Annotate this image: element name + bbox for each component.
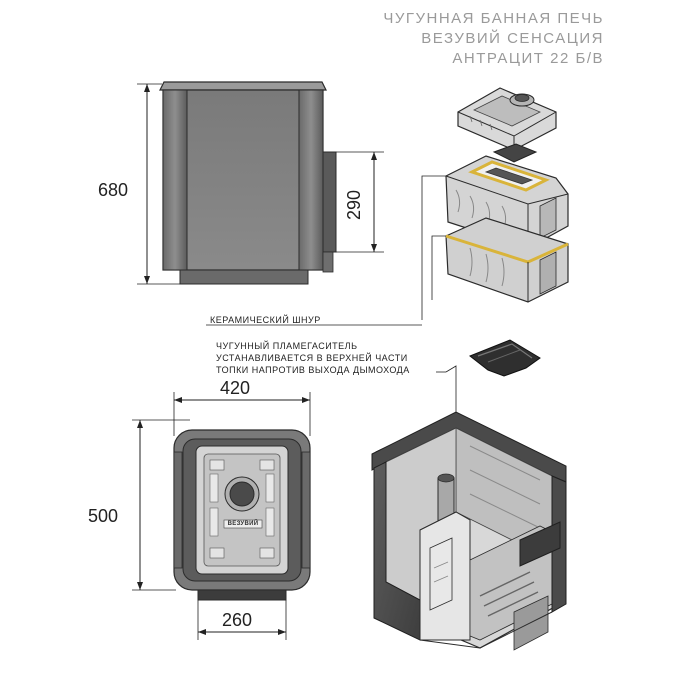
- exploded-view: [206, 87, 569, 326]
- ceramic-cord-label: КЕРАМИЧЕСКИЙ ШНУР: [210, 315, 321, 325]
- dimension-depth-label: 500: [88, 506, 119, 526]
- title-line-3: АНТРАЦИТ 22 Б/В: [452, 50, 604, 67]
- plate-brand-text: ВЕЗУВИЙ: [227, 521, 259, 527]
- flame-arrester-note-line-2: УСТАНАВЛИВАЕТСЯ В ВЕРХНЕЙ ЧАСТИ: [216, 353, 408, 363]
- flame-arrester-note-line-1: ЧУГУННЫЙ ПЛАМЕГАСИТЕЛЬ: [216, 341, 358, 351]
- dimension-height-label: 680: [98, 180, 129, 200]
- title-line-1: ЧУГУННАЯ БАННАЯ ПЕЧЬ: [383, 10, 604, 27]
- top-view: [132, 392, 311, 640]
- flame-arrester-note-line-3: ТОПКИ НАПРОТИВ ВЫХОДА ДЫМОХОДА: [216, 365, 410, 375]
- dimension-width-label: 420: [220, 378, 251, 398]
- flame-arrester-part: [436, 339, 541, 520]
- dimension-tunnel-width-label: 260: [222, 610, 253, 630]
- dimension-tunnel-height-label: 290: [344, 189, 364, 220]
- lower-shell-part: [445, 217, 569, 303]
- top-lid-part: [457, 87, 557, 151]
- cutaway-view: [371, 411, 567, 651]
- title-line-2: ВЕЗУВИЙ СЕНСАЦИЯ: [421, 30, 604, 47]
- side-view: [137, 81, 384, 285]
